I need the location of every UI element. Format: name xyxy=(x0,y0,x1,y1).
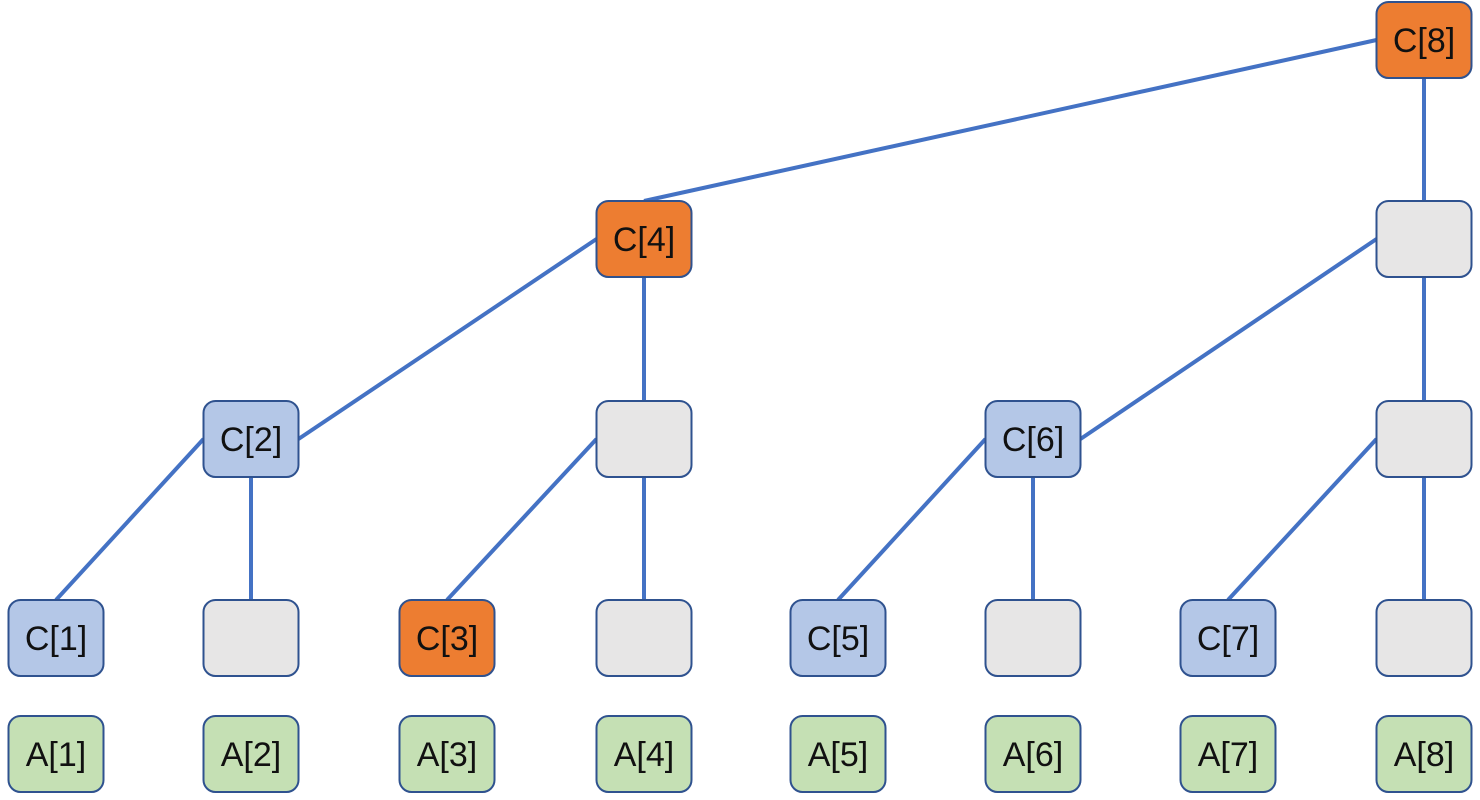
node-box-c7 xyxy=(1179,599,1277,677)
edge-c8-c4 xyxy=(643,38,1377,203)
node-box-r4n8 xyxy=(1375,599,1473,677)
node-label-c7: C[7] xyxy=(1197,620,1259,658)
node-label-c8: C[8] xyxy=(1393,22,1455,60)
node-label-c3: C[3] xyxy=(416,620,478,658)
node-box-c1 xyxy=(7,599,105,677)
node-box-a5 xyxy=(789,715,887,793)
node-a7: A[7] xyxy=(1179,715,1277,793)
node-a2: A[2] xyxy=(202,715,300,793)
node-a5: A[5] xyxy=(789,715,887,793)
node-c4: C[4] xyxy=(595,200,693,278)
node-r4n8 xyxy=(1375,599,1473,677)
nodes-layer: C[8] C[4] C[2] C[6] C[1] C[3] C[5] C[7] A[1] A[2]… xyxy=(7,1,1473,793)
edge-c6-c5 xyxy=(836,437,987,602)
node-c3: C[3] xyxy=(398,599,496,677)
node-a6: A[6] xyxy=(984,715,1082,793)
node-box-c5 xyxy=(789,599,887,677)
edge-c4-c2 xyxy=(297,237,598,441)
node-label-a1: A[1] xyxy=(26,736,86,774)
node-box-r2n2 xyxy=(1375,200,1473,278)
node-r2n2 xyxy=(1375,200,1473,278)
node-box-c3 xyxy=(398,599,496,677)
node-box-r3n4 xyxy=(1375,400,1473,478)
node-c1: C[1] xyxy=(7,599,105,677)
node-a3: A[3] xyxy=(398,715,496,793)
node-box-c6 xyxy=(984,400,1082,478)
node-box-r4n2 xyxy=(202,599,300,677)
node-label-c5: C[5] xyxy=(807,620,869,658)
edges-layer xyxy=(54,38,1426,602)
node-c8: C[8] xyxy=(1375,1,1473,79)
node-label-a3: A[3] xyxy=(417,736,477,774)
node-a8: A[8] xyxy=(1375,715,1473,793)
node-c5: C[5] xyxy=(789,599,887,677)
node-a1: A[1] xyxy=(7,715,105,793)
node-label-a5: A[5] xyxy=(808,736,868,774)
node-r3n2 xyxy=(595,400,693,478)
node-label-c4: C[4] xyxy=(613,221,675,259)
node-box-c4 xyxy=(595,200,693,278)
node-label-c2: C[2] xyxy=(220,421,282,459)
node-c7: C[7] xyxy=(1179,599,1277,677)
node-box-r4n4 xyxy=(595,599,693,677)
node-r4n4 xyxy=(595,599,693,677)
node-r3n4 xyxy=(1375,400,1473,478)
edge-r2n2-c6 xyxy=(1079,237,1378,441)
node-box-a3 xyxy=(398,715,496,793)
node-box-c2 xyxy=(202,400,300,478)
node-box-a2 xyxy=(202,715,300,793)
node-box-a7 xyxy=(1179,715,1277,793)
node-label-a6: A[6] xyxy=(1003,736,1063,774)
node-box-a6 xyxy=(984,715,1082,793)
node-label-a4: A[4] xyxy=(614,736,674,774)
node-a4: A[4] xyxy=(595,715,693,793)
node-box-a4 xyxy=(595,715,693,793)
node-label-c6: C[6] xyxy=(1002,421,1064,459)
node-label-a2: A[2] xyxy=(221,736,281,774)
node-box-a1 xyxy=(7,715,105,793)
edge-r3n4-c7 xyxy=(1226,437,1378,602)
edge-r3n2-c3 xyxy=(445,437,598,602)
node-label-a8: A[8] xyxy=(1394,736,1454,774)
node-box-r3n2 xyxy=(595,400,693,478)
edge-c2-c1 xyxy=(54,437,205,602)
node-r4n2 xyxy=(202,599,300,677)
node-c6: C[6] xyxy=(984,400,1082,478)
node-c2: C[2] xyxy=(202,400,300,478)
node-box-r4n6 xyxy=(984,599,1082,677)
node-label-a7: A[7] xyxy=(1198,736,1258,774)
node-label-c1: C[1] xyxy=(25,620,87,658)
node-r4n6 xyxy=(984,599,1082,677)
node-box-c8 xyxy=(1375,1,1473,79)
node-box-a8 xyxy=(1375,715,1473,793)
